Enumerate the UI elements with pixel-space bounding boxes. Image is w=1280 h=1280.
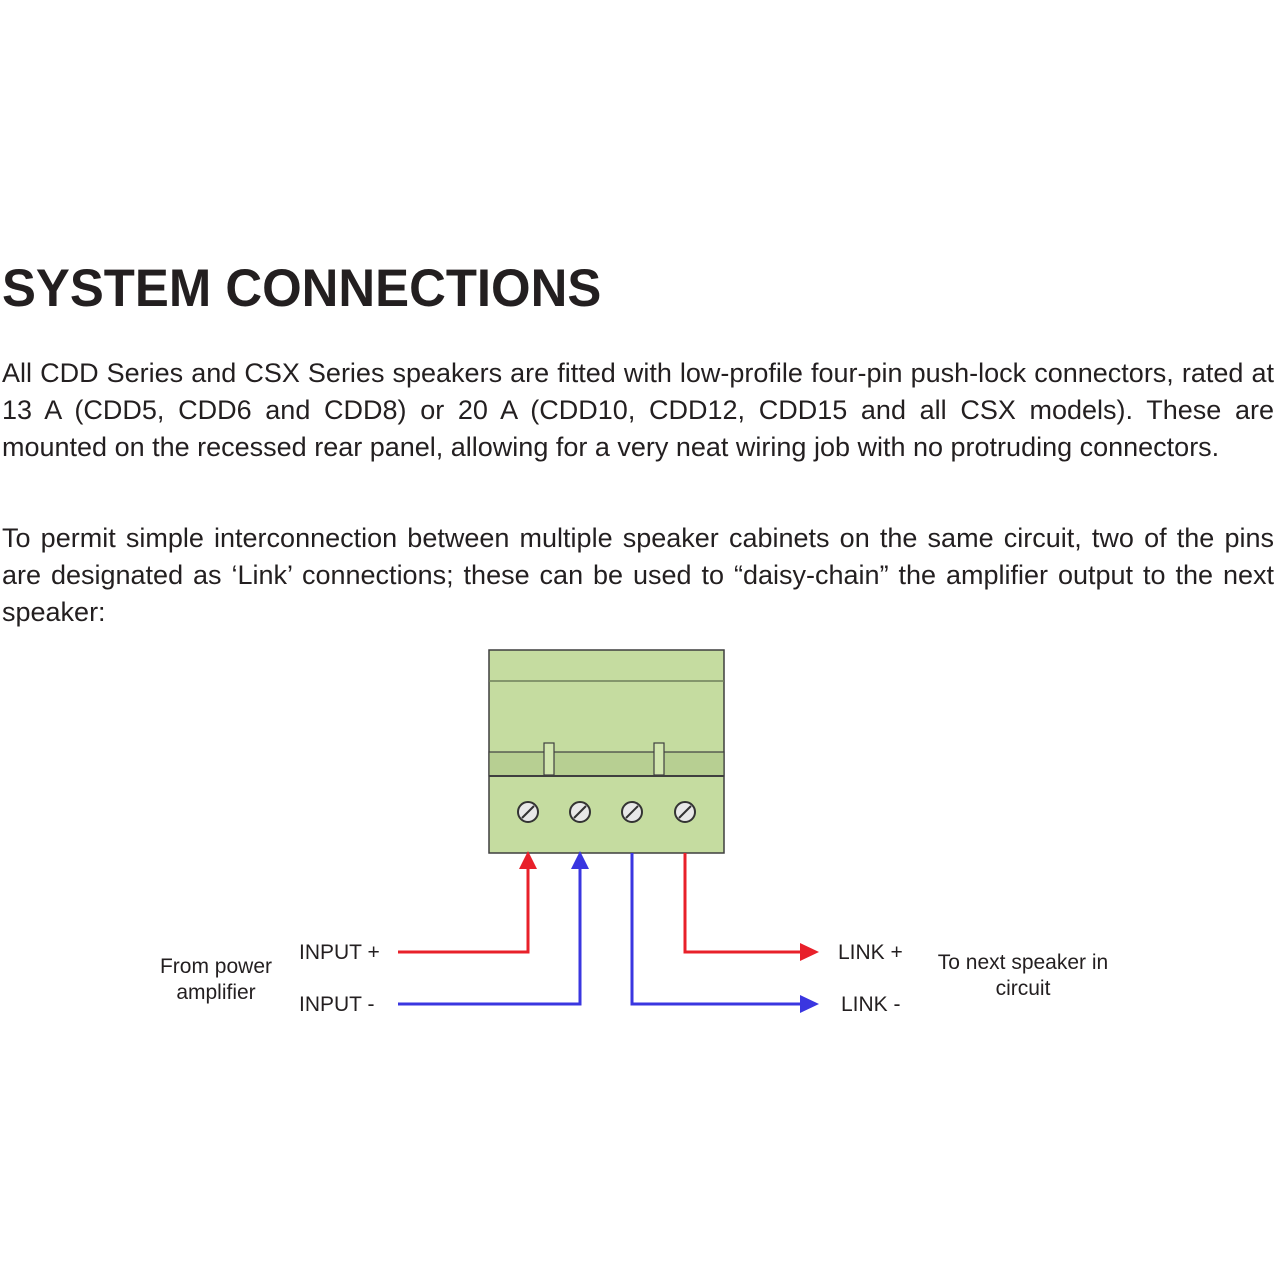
page-title: SYSTEM CONNECTIONS (2, 259, 602, 318)
source-label-line-2: amplifier (176, 981, 255, 1004)
link-minus-label: LINK - (841, 993, 901, 1016)
arrow-right-icon (800, 995, 819, 1013)
source-label-line-1: From power (160, 955, 272, 978)
link-minus-wire (630, 853, 819, 1013)
arrow-up-icon (519, 851, 537, 869)
four-pin-connector (488, 649, 725, 854)
link-description-paragraph: To permit simple interconnection between… (2, 523, 1274, 627)
link-plus-label: LINK + (838, 941, 903, 964)
screw-terminal-2 (569, 801, 591, 823)
link-plus-wire (683, 853, 819, 961)
connector-description-paragraph: All CDD Series and CSX Series speakers a… (2, 358, 1274, 462)
input-plus-wire (398, 851, 537, 954)
input-plus-label: INPUT + (299, 941, 380, 964)
input-minus-label: INPUT - (299, 993, 374, 1016)
input-minus-wire (398, 851, 589, 1006)
arrow-right-icon (800, 943, 819, 961)
screw-terminal-3 (621, 801, 643, 823)
dest-label-line-1: To next speaker in (938, 951, 1108, 974)
arrow-up-icon (571, 851, 589, 869)
dest-label-line-2: circuit (996, 977, 1051, 1000)
screw-terminal-4 (674, 801, 696, 823)
screw-terminal-1 (517, 801, 539, 823)
